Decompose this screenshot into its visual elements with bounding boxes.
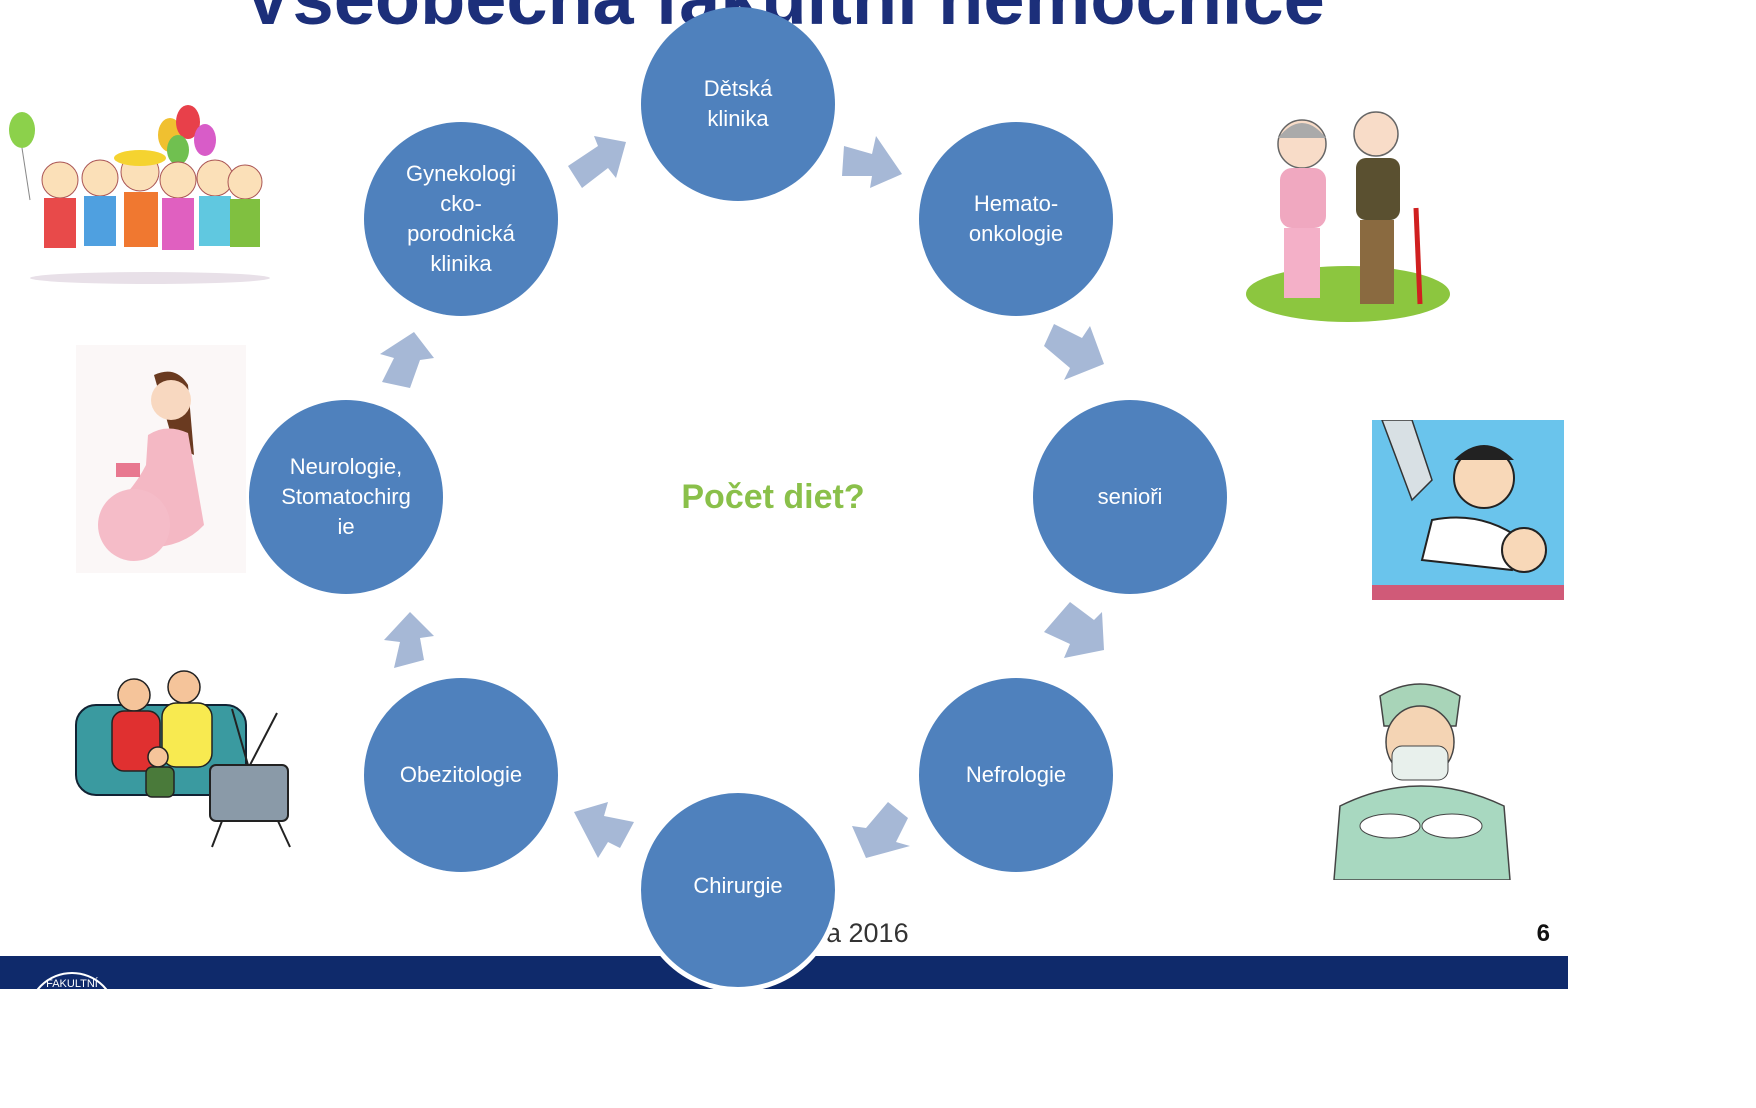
footer-text: a 2016 [826, 918, 909, 948]
node-label-line: ie [337, 514, 355, 539]
arrow-neuro-to-gyneko [380, 332, 434, 388]
node-label-line: Hemato- [973, 191, 1059, 216]
arrow-gyneko-to-detska [568, 136, 626, 188]
children-illustration [9, 105, 270, 284]
arrow-seniori-to-nefro [1044, 602, 1104, 658]
node-seniori: senioři [1033, 400, 1227, 594]
arrow-chirurgie-to-obezito [574, 802, 634, 858]
node-obezitologie: Obezitologie [364, 678, 558, 872]
node-label-line: klinika [430, 251, 492, 276]
family-tv-illustration [75, 670, 291, 848]
center-question: Počet diet? [681, 478, 865, 516]
node-label-line: klinika [707, 106, 769, 131]
node-label-line: porodnická [407, 221, 515, 246]
pregnant-woman-illustration [76, 345, 246, 573]
dentist-illustration [1372, 420, 1564, 600]
node-nefrologie: Nefrologie [919, 678, 1113, 872]
node-label-line: Chirurgie [693, 873, 783, 898]
arrow-detska-to-hemato [842, 136, 902, 188]
node-label-line: cko- [440, 191, 482, 216]
node-gynekologicko-porodnicka: Gynekologi cko-porodnická klinika [364, 122, 558, 316]
page-number: 6 [1536, 920, 1550, 947]
arrow-hemato-to-seniori [1044, 324, 1104, 380]
node-label-line: onkologie [968, 221, 1064, 246]
surgeon-illustration [1333, 683, 1511, 880]
svg-text:FAKULTNÍ: FAKULTNÍ [46, 977, 99, 990]
node-detska-klinika: Dětská klinika [641, 7, 835, 201]
node-neurologie-stomatochirurgie: Neurologie, Stomatochirg ie [249, 400, 443, 594]
node-label-line: Obezitologie [399, 762, 523, 787]
logo-seal-icon: FAKULTNÍ [27, 972, 117, 1017]
node-label-line: Nefrologie [965, 762, 1067, 787]
arrow-obezito-to-neuro [384, 612, 434, 668]
node-label-line: Dětská [703, 76, 773, 101]
node-label-line: Neurologie, [289, 454, 403, 479]
arrow-nefro-to-chirurgie [852, 802, 910, 858]
node-chirurgie: Chirurgie [636, 788, 840, 992]
node-label-line: senioři [1097, 484, 1163, 509]
node-label-line: Stomatochirg [281, 484, 411, 509]
seniors-illustration [1246, 111, 1450, 322]
node-label-line: Gynekologi [405, 161, 517, 186]
node-hemato-onkologie: Hemato-onkologie [919, 122, 1113, 316]
